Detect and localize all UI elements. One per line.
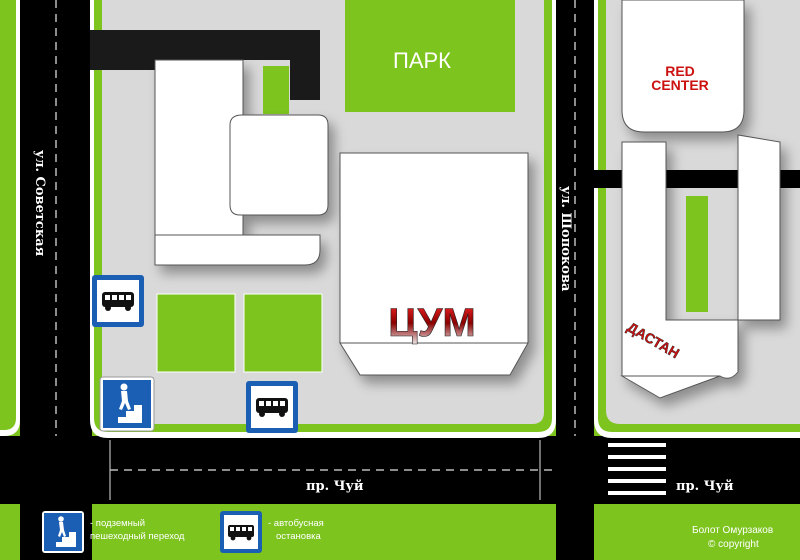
left-greenstrip bbox=[0, 0, 16, 430]
building-left bbox=[154, 59, 329, 266]
bus-stop-sign[interactable] bbox=[92, 275, 144, 327]
green-lot bbox=[156, 293, 236, 373]
tsum-label: ЦУМ bbox=[388, 301, 475, 345]
courtyard-green bbox=[263, 66, 289, 114]
bus-icon bbox=[228, 525, 254, 541]
legend-bus-symbol bbox=[220, 511, 262, 553]
underpass-sign[interactable] bbox=[99, 376, 155, 432]
street-label-sovetskaya: ул. Советская bbox=[32, 150, 47, 257]
park-area bbox=[345, 0, 515, 112]
road-chui bbox=[0, 436, 800, 504]
bus-icon bbox=[102, 292, 134, 311]
red-center-top: RED bbox=[665, 63, 695, 79]
street-label-shopokova: ул. Шопокова bbox=[558, 186, 573, 292]
credit-copyright: © copyright bbox=[708, 539, 759, 550]
building-tsum bbox=[339, 152, 529, 376]
courtyard-green-right bbox=[686, 196, 708, 312]
legend-bus-line1: - автобусная bbox=[268, 518, 324, 529]
credit-author: Болот Омурзаков bbox=[692, 525, 773, 536]
street-label-chui: пр. Чуй bbox=[306, 479, 364, 494]
legend-underpass-line1: - подземный bbox=[90, 518, 145, 529]
legend: - подземный пешеходный переход - автобус… bbox=[42, 511, 324, 553]
legend-underpass-line2: пешеходный переход bbox=[90, 531, 185, 542]
legend-bus-line2: остановка bbox=[276, 531, 322, 542]
red-center-bottom: CENTER bbox=[651, 77, 709, 93]
building-dastan bbox=[620, 134, 781, 399]
crosswalk bbox=[608, 443, 666, 495]
street-label-chui-right: пр. Чуй bbox=[676, 479, 734, 494]
bus-stop-sign[interactable] bbox=[246, 381, 298, 433]
building-red-center bbox=[621, 0, 745, 133]
driveway bbox=[90, 30, 320, 100]
legend-underpass-symbol bbox=[42, 511, 84, 553]
bus-icon bbox=[256, 398, 288, 417]
park-label: ПАРК bbox=[393, 48, 451, 73]
pedestrian-stairs-icon bbox=[106, 383, 142, 423]
pedestrian-stairs-icon bbox=[47, 516, 76, 547]
green-lot bbox=[243, 293, 323, 373]
